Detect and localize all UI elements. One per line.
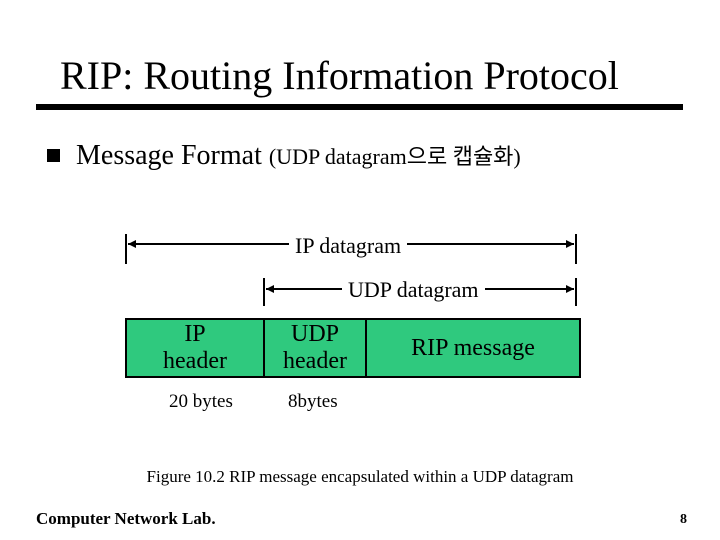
udp-header-cell: UDP header xyxy=(264,319,366,377)
bullet-text: Message Format (UDP datagram으로 캡슐화) xyxy=(76,138,521,175)
ip-header-size: 20 bytes xyxy=(169,391,233,412)
rip-message-cell: RIP message xyxy=(366,319,580,377)
rip-message-box xyxy=(365,318,581,378)
figure-caption: Figure 10.2 RIP message encapsulated wit… xyxy=(146,467,574,486)
udp-header-line-2: header xyxy=(283,348,347,374)
bullet-main-text: Message Format xyxy=(76,140,269,171)
udp-header-line-1: UDP xyxy=(290,321,339,347)
rip-message-label: RIP message xyxy=(411,334,535,361)
footer-lab-name: Computer Network Lab. xyxy=(36,509,216,528)
ip-header-line-1: IP xyxy=(184,321,206,347)
ip-header-box xyxy=(125,318,265,378)
ip-datagram-label: IP datagram xyxy=(289,233,408,259)
udp-header-size: 8bytes xyxy=(288,391,338,412)
title-rule xyxy=(36,104,683,110)
page-number: 8 xyxy=(680,512,687,527)
ip-header-cell: IP header xyxy=(126,319,264,377)
bullet-marker-icon xyxy=(47,149,60,162)
slide-title: RIP: Routing Information Protocol xyxy=(60,53,619,98)
udp-datagram-label: UDP datagram xyxy=(342,277,485,303)
bullet-detail-text: (UDP datagram으로 캡슐화) xyxy=(268,144,521,169)
ip-header-line-2: header xyxy=(163,348,227,374)
